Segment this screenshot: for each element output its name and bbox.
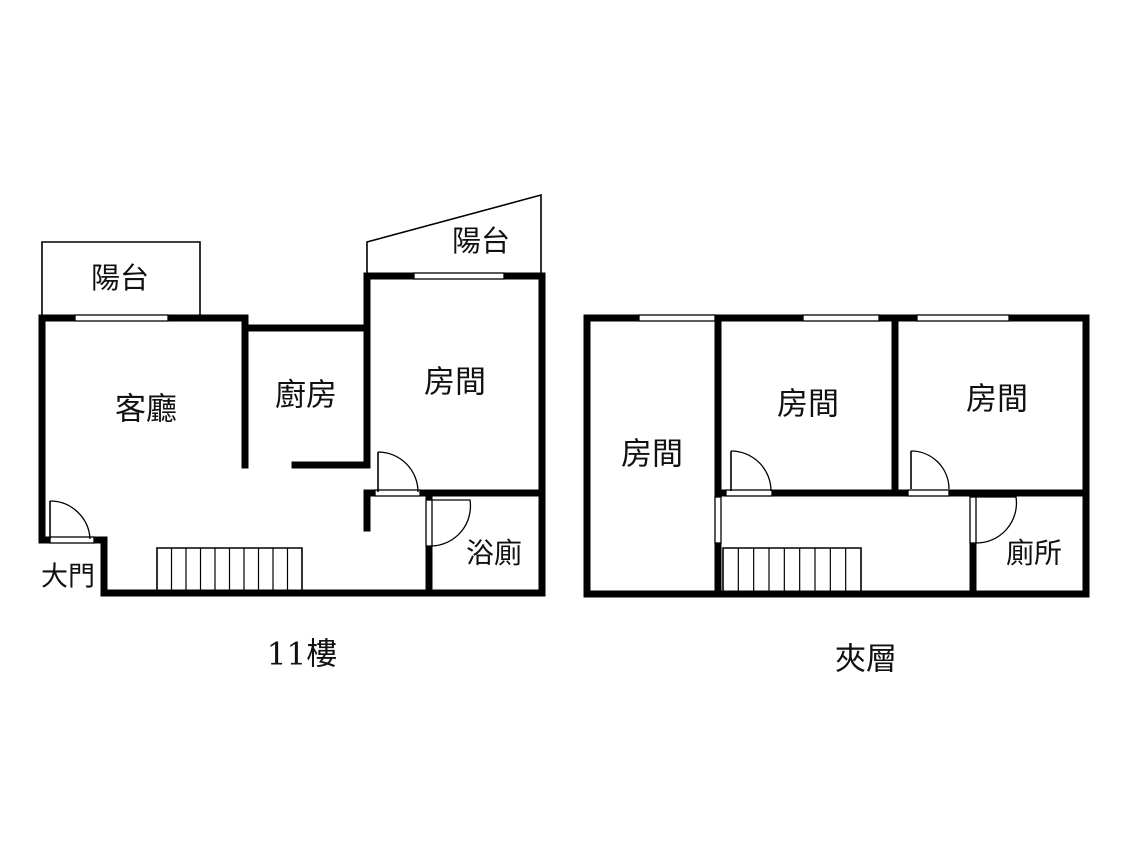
title-mezzanine: 夾層 bbox=[835, 642, 897, 678]
door-bathroom bbox=[425, 499, 472, 547]
window-living-room bbox=[74, 314, 169, 322]
label-balcony-right: 陽台 bbox=[452, 224, 510, 258]
staircase-mezzanine bbox=[722, 547, 862, 591]
door-bedroom-11 bbox=[374, 451, 421, 497]
label-mezz-bedroom-right: 房間 bbox=[966, 382, 1028, 418]
label-bathroom: 浴廁 bbox=[466, 537, 522, 570]
label-living-room: 客廳 bbox=[115, 392, 177, 428]
main-door bbox=[49, 500, 95, 544]
staircase-11 bbox=[156, 547, 303, 593]
floor-11-plan: 陽台 陽台 客廳 廚房 房間 浴廁 大門 11樓 bbox=[38, 193, 546, 673]
balcony-left-outline bbox=[41, 241, 201, 318]
door-mezz-left bbox=[714, 496, 722, 544]
balcony-right-outline bbox=[366, 193, 542, 276]
mezzanine-plan: 房間 房間 房間 廁所 夾層 bbox=[583, 314, 1090, 678]
label-main-door: 大門 bbox=[41, 562, 95, 593]
door-mezz-middle bbox=[725, 450, 773, 497]
window-bedroom-11 bbox=[413, 272, 505, 280]
label-kitchen: 廚房 bbox=[275, 378, 337, 414]
label-mezz-toilet: 廁所 bbox=[1006, 537, 1062, 570]
window-mezz-right bbox=[916, 314, 1010, 322]
label-balcony-left: 陽台 bbox=[91, 261, 149, 295]
door-toilet bbox=[969, 496, 1018, 544]
label-bedroom-11: 房間 bbox=[424, 365, 486, 401]
window-mezz-left bbox=[638, 314, 716, 322]
window-mezz-middle bbox=[802, 314, 880, 322]
door-mezz-right bbox=[907, 450, 950, 497]
label-mezz-bedroom-middle: 房間 bbox=[777, 387, 839, 423]
label-mezz-bedroom-left: 房間 bbox=[621, 437, 683, 473]
title-floor-11: 11樓 bbox=[267, 637, 337, 673]
